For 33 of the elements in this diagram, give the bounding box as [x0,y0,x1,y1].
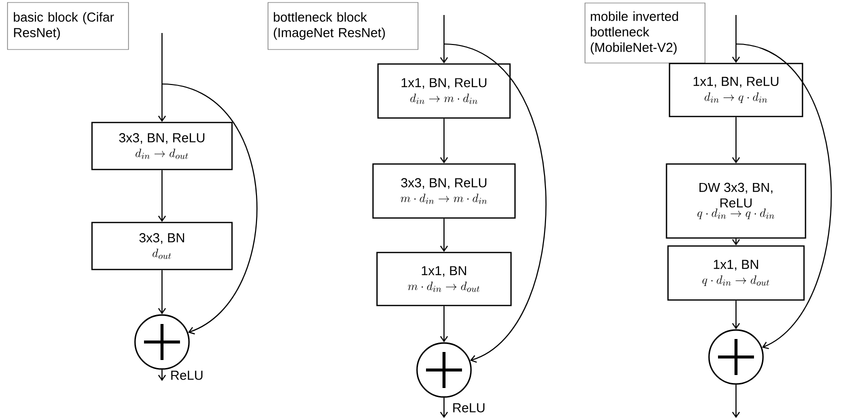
layer-box: 3x3, BN, ReLU $d_{in} \rightarrow d_{out}$ [91,122,233,170]
arrow [440,306,448,342]
arrow [440,398,448,418]
skip-connection-arrow [162,83,258,334]
adder-circle [134,314,190,370]
title-box: mobile inverted bottleneck (MobileNet-V2) [584,2,706,64]
layer-box: 3x3, BN $d_{out}$ [91,222,233,270]
layer-box: DW 3x3, BN, ReLU $q \cdot d_{in} \rightarrow q \cdot d_{in}$ [666,163,806,239]
arrow [158,33,166,122]
arrow [440,118,448,164]
arrow [732,300,740,330]
adder-circle [416,342,472,398]
layer-box: 3x3, BN, ReLU $m \cdot d_{in} \rightarrow m \cdot d_{in}$ [372,163,516,219]
edge-label: ReLU [169,370,204,381]
arrow [158,170,166,222]
layer-box: 1x1, BN $m \cdot d_{in} \rightarrow d_{out}$ [376,252,512,306]
edge-label: ReLU [451,402,486,414]
arrow [440,15,448,64]
arrow [440,218,448,252]
arrow [732,238,740,246]
arrow [732,15,740,63]
arrow [158,370,166,381]
layer-box: 1x1, BN $q \cdot d_{in} \rightarrow d_{out}$ [667,245,805,301]
arrow [732,117,740,164]
adder-circle [708,329,764,385]
arrow [158,270,166,314]
title-box: basic block (Cifar ResNet) [7,2,129,50]
skip-connection-arrow [444,43,546,363]
layer-box: 1x1, BN, ReLU $d_{in} \rightarrow q \cdot d_{in}$ [668,62,804,118]
title-box: bottleneck block (ImageNet ResNet) [268,2,418,50]
skip-connection-arrow [736,43,832,350]
arrow [732,384,740,418]
layer-box: 1x1, BN, ReLU $d_{in} \rightarrow m \cdot d_{in}$ [377,63,511,119]
